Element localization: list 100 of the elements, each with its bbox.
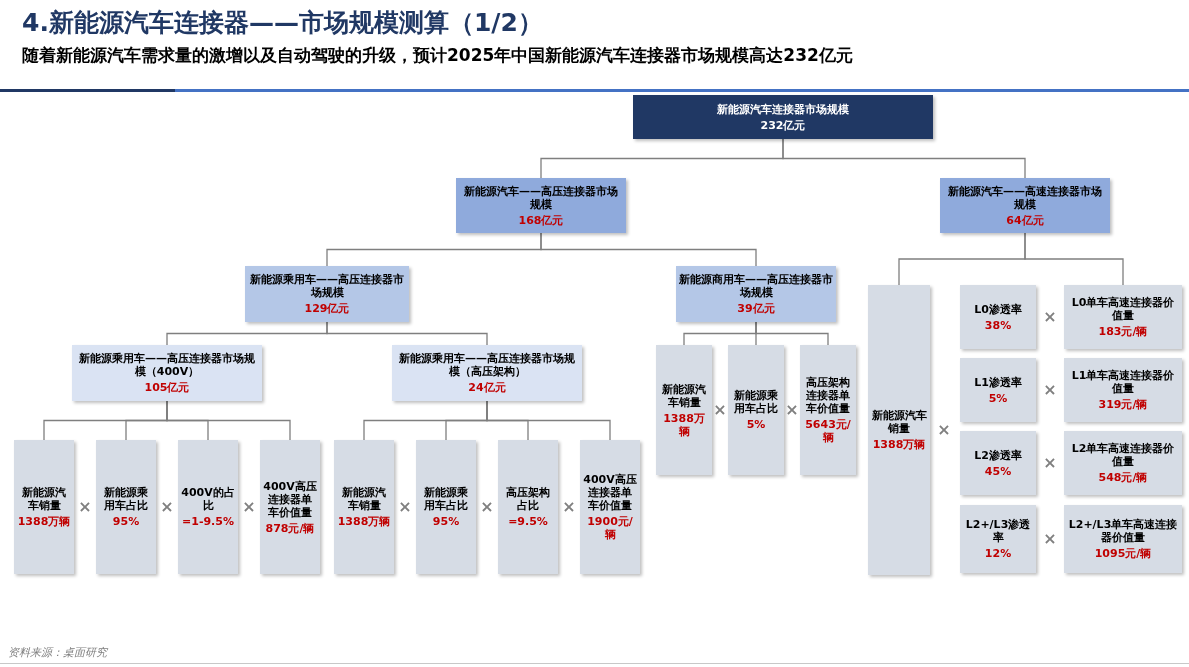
box-heading: 新能源汽车——高速连接器市场规模 — [947, 184, 1103, 211]
connector-line — [326, 321, 488, 346]
box-heading: 新能源乘用车占比 — [103, 486, 149, 512]
multiply-sign: × — [1043, 382, 1057, 398]
multiply-sign: × — [160, 499, 174, 515]
market-size-box — [456, 178, 626, 233]
slide-title: 4.新能源汽车连接器——市场规模测算（1/2） — [22, 7, 543, 39]
factor-box — [800, 345, 856, 475]
box-heading: L2渗透率 — [974, 448, 1022, 462]
value-text: 168亿元 — [518, 213, 564, 227]
box-heading: 高压架构占比 — [505, 486, 551, 512]
multiply-sign: × — [1043, 531, 1057, 547]
factor-box — [960, 358, 1036, 422]
box-heading: 高压架构连接器单车价值量 — [805, 376, 851, 415]
connector-line — [540, 232, 757, 267]
value-text: 95% — [432, 515, 460, 528]
factor-box — [498, 440, 558, 574]
subtitle-text: 随着新能源汽车需求量的激增以及自动驾驶的升级，预计2025年中国新能源汽车连接器市场规模高达232亿元 — [22, 44, 853, 67]
value-text: =1-9.5% — [182, 515, 234, 528]
multiply-sign: × — [398, 499, 412, 515]
factor-box — [96, 440, 156, 574]
factor-box — [656, 345, 712, 475]
connector-line — [166, 400, 291, 441]
box-heading: 新能源乘用车——高压连接器市场规模（高压架构） — [398, 352, 576, 378]
value-text: 12% — [984, 547, 1012, 560]
multiply-sign: × — [937, 422, 951, 438]
connector-line — [1024, 232, 1124, 286]
multiply-sign: × — [713, 402, 727, 418]
value-text: 1388万辆 — [662, 411, 706, 438]
box-heading: 新能源汽车销量 — [21, 486, 67, 512]
factor-box — [178, 440, 238, 574]
source-note: 资料来源：桌面研究 — [8, 645, 107, 660]
multiply-sign: × — [785, 402, 799, 418]
box-heading: 新能源商用车——高压连接器市场规模 — [679, 273, 833, 299]
multiply-sign: × — [480, 499, 494, 515]
factor-box — [960, 431, 1036, 495]
factor-box — [960, 505, 1036, 573]
value-text: 39亿元 — [737, 302, 775, 315]
box-heading: 400V的占比 — [181, 486, 235, 512]
box-heading: L2+/L3单车高速连接器价值量 — [1067, 518, 1179, 544]
factor-box — [868, 285, 930, 575]
box-heading: 新能源乘用车占比 — [733, 389, 779, 415]
value-text: 105亿元 — [144, 381, 190, 394]
value-text: 878元/辆 — [265, 521, 315, 535]
value-text: 5643元/辆 — [804, 418, 852, 444]
factor-box — [728, 345, 784, 475]
value-text: =9.5% — [508, 515, 548, 528]
market-size-box — [245, 266, 409, 322]
multiply-sign: × — [1043, 309, 1057, 325]
box-heading: 新能源汽车——高压连接器市场规模 — [463, 184, 619, 211]
factor-box — [1064, 431, 1182, 495]
market-size-box — [72, 345, 262, 401]
value-text: 38% — [984, 318, 1012, 332]
factor-box — [1064, 358, 1182, 422]
multiply-sign: × — [242, 499, 256, 515]
value-text: 45% — [984, 464, 1012, 478]
factor-box — [334, 440, 394, 574]
value-text: 24亿元 — [468, 381, 506, 394]
value-text: 64亿元 — [1006, 213, 1044, 227]
value-text: 232亿元 — [760, 118, 806, 132]
value-text: 1095元/辆 — [1094, 547, 1152, 560]
value-text: 548元/辆 — [1098, 471, 1148, 484]
value-text: 1388万辆 — [17, 515, 71, 528]
box-heading: L1单车高速连接器价值量 — [1070, 369, 1176, 395]
box-heading: L1渗透率 — [974, 375, 1022, 389]
value-text: 5% — [746, 418, 766, 431]
box-heading: 400V高压连接器单车价值量 — [263, 479, 317, 519]
connector-line — [755, 321, 829, 346]
factor-box — [14, 440, 74, 574]
box-heading: 400V高压连接器单车价值量 — [583, 473, 637, 512]
value-text: 319元/辆 — [1098, 398, 1148, 411]
value-text: 5% — [988, 391, 1008, 405]
factor-box — [260, 440, 320, 574]
box-heading: 新能源乘用车——高压连接器市场规模（400V） — [78, 352, 256, 378]
market-size-box — [392, 345, 582, 401]
value-text: 95% — [112, 515, 140, 528]
box-heading: L2+/L3渗透率 — [964, 518, 1032, 544]
connector-line — [486, 400, 611, 441]
factor-box — [1064, 285, 1182, 349]
multiply-sign: × — [1043, 455, 1057, 471]
box-heading: L0渗透率 — [974, 302, 1022, 316]
value-text: 1900元/辆 — [586, 515, 634, 541]
factor-box — [960, 285, 1036, 349]
box-heading: 新能源乘用车——高压连接器市场规模 — [249, 273, 405, 299]
market-size-box — [676, 266, 836, 322]
value-text: 129亿元 — [304, 302, 350, 315]
box-heading: 新能源汽车销量 — [341, 486, 387, 512]
box-heading: 新能源汽车连接器市场规模 — [717, 102, 849, 116]
factor-box — [1064, 505, 1182, 573]
factor-box — [580, 440, 640, 574]
market-size-box — [940, 178, 1110, 233]
connector-line — [782, 138, 1026, 179]
multiply-sign: × — [562, 499, 576, 515]
box-heading: 新能源汽车销量 — [661, 382, 707, 409]
box-heading: 新能源汽车销量 — [871, 409, 927, 435]
value-text: 1388万辆 — [872, 438, 926, 451]
value-text: 183元/辆 — [1098, 325, 1148, 338]
box-heading: L0单车高速连接器价值量 — [1070, 296, 1176, 322]
market-size-box — [633, 95, 933, 139]
value-text: 1388万辆 — [337, 515, 391, 528]
